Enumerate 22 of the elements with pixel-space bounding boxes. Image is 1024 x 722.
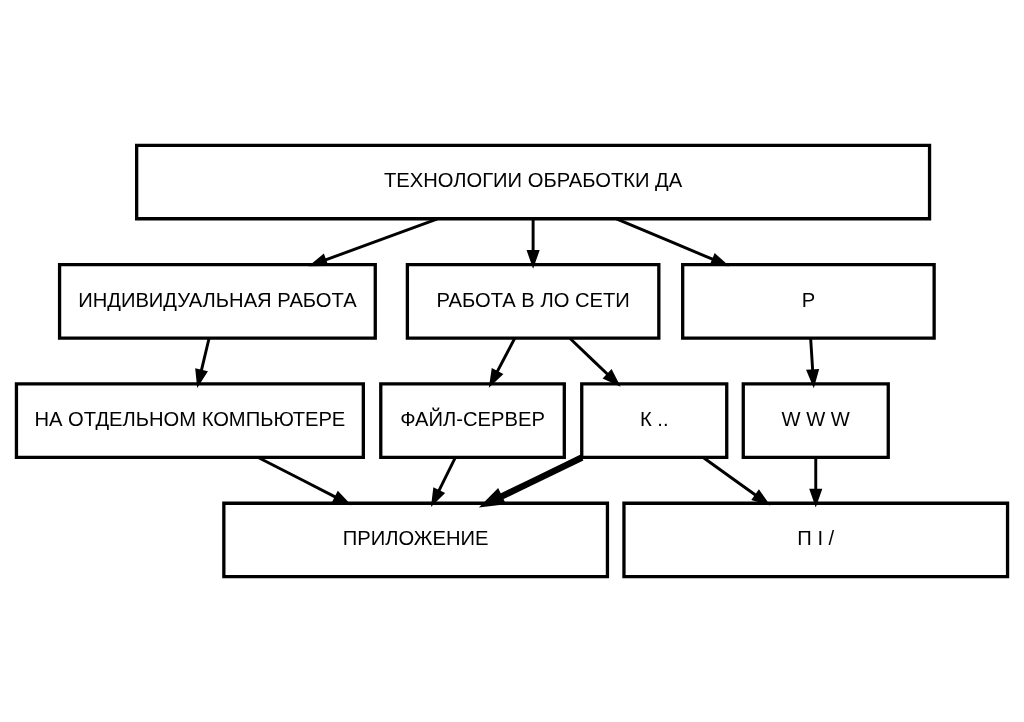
node-box: НА ОТДЕЛЬНОМ КОМПЬЮТЕРЕ — [14, 382, 365, 459]
arrow — [257, 456, 352, 506]
arrow — [569, 337, 621, 387]
node-box: Р — [681, 263, 936, 340]
arrow — [702, 456, 771, 506]
node-box: W W W — [741, 382, 890, 459]
node-box: ИНДИВИДУАЛЬНАЯ РАБОТА — [57, 263, 377, 340]
node-box: П I / — [622, 501, 1010, 579]
arrow — [488, 337, 516, 388]
arrow — [195, 338, 211, 389]
arrow — [526, 219, 540, 269]
node-box: ТЕХНОЛОГИИ ОБРАБОТКИ ДА — [135, 143, 932, 221]
node-box: ПРИЛОЖЕНИЕ — [222, 501, 610, 579]
arrow — [806, 338, 820, 389]
arrow — [809, 457, 823, 508]
node-box: К .. — [580, 382, 729, 459]
arrow — [308, 217, 439, 267]
node-box: РАБОТА В ЛО СЕТИ — [405, 263, 661, 340]
arrow — [430, 457, 457, 507]
arrow — [478, 454, 584, 508]
arrow — [615, 217, 730, 267]
node-box: ФАЙЛ-СЕРВЕР — [379, 382, 566, 459]
